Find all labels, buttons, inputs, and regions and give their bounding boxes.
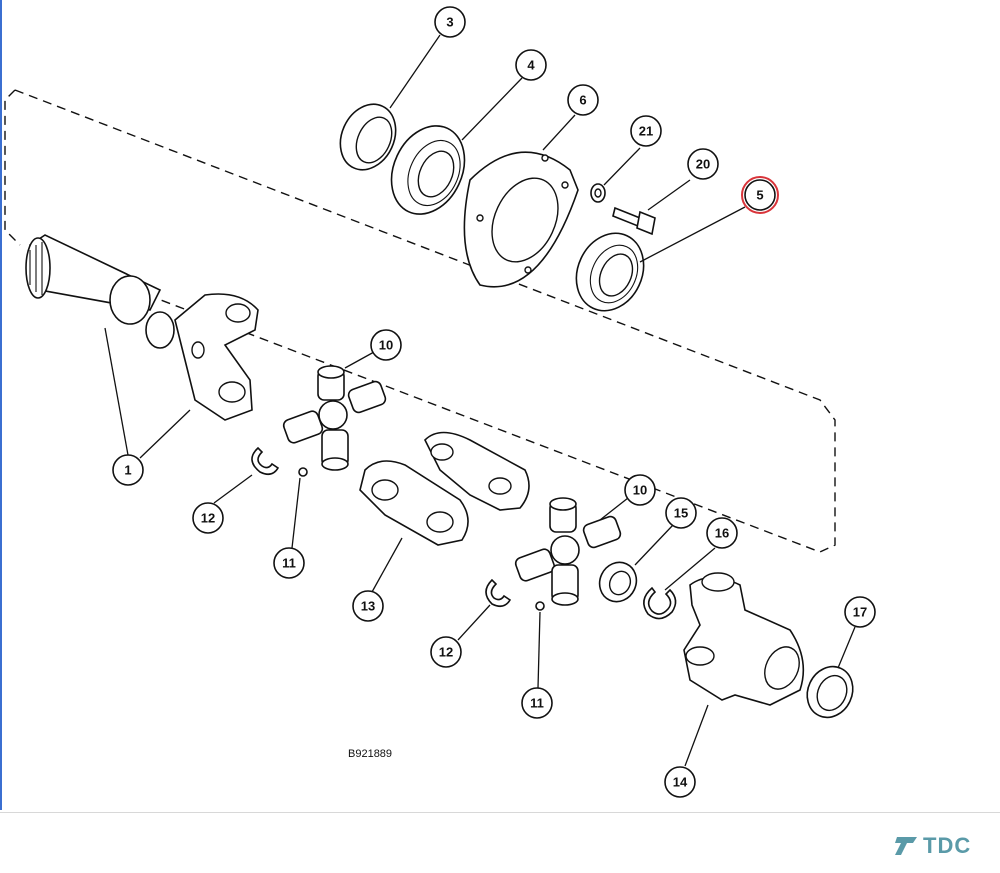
part-15-bearing-cup[interactable] xyxy=(593,556,643,607)
svg-text:17: 17 xyxy=(853,605,867,620)
part-1-shaft-yoke[interactable] xyxy=(25,234,259,421)
callout-16[interactable]: 16 xyxy=(706,517,738,549)
callout-11-upper[interactable]: 11 xyxy=(273,547,305,579)
part-11-grease-fitting-upper[interactable] xyxy=(298,467,308,477)
svg-text:10: 10 xyxy=(379,338,393,353)
tdc-logo-text: TDC xyxy=(923,833,972,858)
bottom-divider xyxy=(0,812,1000,813)
part-4-bearing[interactable] xyxy=(378,114,479,226)
part-12-snap-ring-upper[interactable] xyxy=(251,446,280,476)
left-edge-line xyxy=(0,0,2,810)
part-13-double-yoke[interactable] xyxy=(359,431,530,546)
callout-12-upper[interactable]: 12 xyxy=(192,502,224,534)
svg-text:12: 12 xyxy=(201,511,215,526)
drawing-number: B921889 xyxy=(348,748,393,760)
svg-text:15: 15 xyxy=(674,506,688,521)
part-14-yoke[interactable] xyxy=(683,572,806,706)
tdc-logo-icon xyxy=(895,837,917,855)
svg-text:21: 21 xyxy=(639,124,653,139)
callout-11-lower[interactable]: 11 xyxy=(521,687,553,719)
callout-17[interactable]: 17 xyxy=(844,596,876,628)
svg-text:13: 13 xyxy=(361,599,375,614)
callout-3[interactable]: 3 xyxy=(434,6,466,38)
callout-10-upper[interactable]: 10 xyxy=(370,329,402,361)
callout-10-lower[interactable]: 10 xyxy=(624,474,656,506)
callout-21[interactable]: 21 xyxy=(630,115,662,147)
callout-20[interactable]: 20 xyxy=(687,148,719,180)
callout-12-lower[interactable]: 12 xyxy=(430,636,462,668)
part-10-cross-upper[interactable] xyxy=(282,365,387,471)
part-12-snap-ring-lower[interactable] xyxy=(485,578,512,608)
svg-text:11: 11 xyxy=(530,696,544,711)
callout-14[interactable]: 14 xyxy=(664,766,696,798)
part-20-bolt[interactable] xyxy=(612,206,656,236)
svg-text:10: 10 xyxy=(633,483,647,498)
part-5-seal[interactable] xyxy=(564,222,656,322)
part-10-cross-lower[interactable] xyxy=(514,497,622,606)
svg-text:16: 16 xyxy=(715,526,729,541)
part-3-seal[interactable] xyxy=(330,95,406,179)
svg-text:6: 6 xyxy=(579,93,586,108)
svg-text:20: 20 xyxy=(696,157,710,172)
tdc-logo: TDC xyxy=(893,833,971,859)
svg-text:11: 11 xyxy=(282,556,296,571)
part-6-flange-plate[interactable] xyxy=(463,151,579,288)
callout-5[interactable]: 5 xyxy=(741,176,779,214)
svg-text:3: 3 xyxy=(446,15,453,30)
part-21-washer[interactable] xyxy=(590,183,606,203)
svg-text:4: 4 xyxy=(527,58,535,73)
svg-text:12: 12 xyxy=(439,645,453,660)
svg-text:5: 5 xyxy=(756,188,763,203)
callout-6[interactable]: 6 xyxy=(567,84,599,116)
svg-text:14: 14 xyxy=(673,775,688,790)
callout-15[interactable]: 15 xyxy=(665,497,697,529)
svg-text:1: 1 xyxy=(124,463,131,478)
callout-4[interactable]: 4 xyxy=(515,49,547,81)
part-16-snap-ring[interactable] xyxy=(643,586,677,620)
part-17-seal[interactable] xyxy=(799,659,861,725)
part-11-grease-fitting-lower[interactable] xyxy=(535,601,545,611)
callout-1[interactable]: 1 xyxy=(112,454,144,486)
leader-lines xyxy=(104,34,856,767)
callout-13[interactable]: 13 xyxy=(352,590,384,622)
